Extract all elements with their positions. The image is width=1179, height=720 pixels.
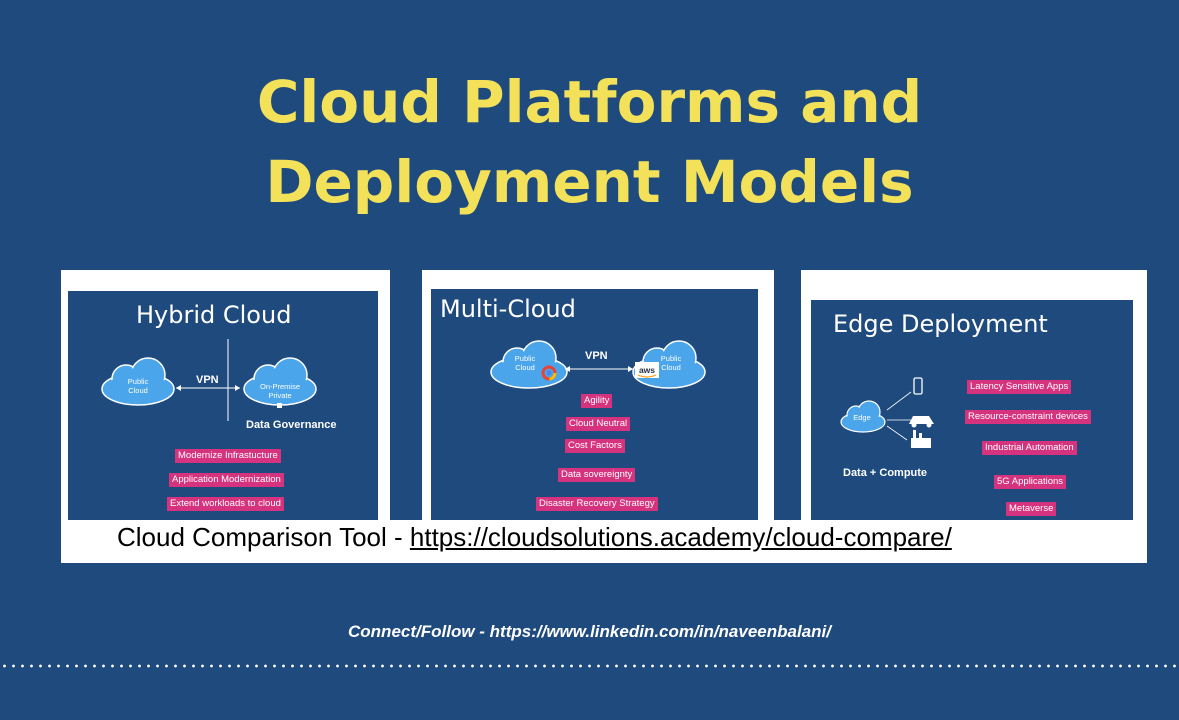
- page-title: Cloud Platforms and Deployment Models: [0, 62, 1179, 222]
- hybrid-diagram: VPN Public Cloud On-Premise Private Data…: [101, 339, 336, 431]
- public-cloud-icon: [101, 357, 175, 406]
- pill-data-sovereignty: Data sovereignty: [558, 468, 636, 482]
- svg-text:Public: Public: [128, 377, 149, 386]
- pill-disaster-recovery: Disaster Recovery Strategy: [536, 497, 658, 511]
- edge-cloud-icon: [840, 400, 886, 433]
- vpn-label: VPN: [196, 374, 219, 386]
- svg-text:Public: Public: [515, 354, 536, 363]
- title-line-2: Deployment Models: [265, 148, 914, 216]
- pill-metaverse: Metaverse: [1006, 502, 1057, 516]
- car-icon: [909, 416, 934, 428]
- edge-deployment-card: Edge Deployment Edge: [801, 270, 1147, 520]
- hybrid-cloud-slide: Hybrid Cloud VPN: [68, 291, 378, 520]
- comparison-label: Cloud Comparison Tool -: [117, 522, 410, 552]
- factory-icon: [911, 430, 931, 448]
- left-public-cloud-icon: [490, 340, 568, 389]
- edge-deployment-title: Edge Deployment: [833, 310, 1048, 338]
- private-cloud-icon: [243, 357, 317, 408]
- svg-text:Cloud: Cloud: [661, 363, 681, 372]
- pill-industrial-automation: Industrial Automation: [982, 441, 1077, 455]
- pill-agility: Agility: [581, 394, 613, 408]
- aws-logo-icon: [635, 362, 659, 378]
- phone-icon: [913, 377, 923, 395]
- svg-text:aws: aws: [639, 365, 655, 375]
- hybrid-cloud-title: Hybrid Cloud: [136, 301, 292, 329]
- pill-latency-sensitive: Latency Sensitive Apps: [967, 380, 1072, 394]
- comparison-panel: [61, 520, 1147, 563]
- data-governance-label: Data Governance: [246, 419, 336, 431]
- svg-text:Edge: Edge: [853, 413, 871, 422]
- edge-deployment-slide: Edge Deployment Edge: [811, 300, 1133, 520]
- multi-cloud-slide: Multi-Cloud aws: [431, 289, 758, 520]
- svg-text:Public: Public: [661, 354, 682, 363]
- multi-cloud-title: Multi-Cloud: [440, 295, 576, 323]
- pill-modernize-infrastructure: Modernize Infrastucture: [175, 449, 281, 463]
- pill-application-modernization: Application Modernization: [169, 473, 284, 487]
- edge-diagram: Edge Data + Compute: [840, 377, 934, 479]
- comparison-link[interactable]: https://cloudsolutions.academy/cloud-com…: [409, 522, 952, 552]
- pill-cost-factors: Cost Factors: [565, 439, 625, 453]
- data-compute-label: Data + Compute: [843, 467, 927, 479]
- right-public-cloud-icon: aws: [632, 340, 706, 389]
- hybrid-cloud-card: Hybrid Cloud VPN: [61, 270, 390, 520]
- pill-cloud-neutral: Cloud Neutral: [566, 417, 631, 431]
- pill-extend-workloads: Extend workloads to cloud: [167, 497, 284, 511]
- svg-text:Cloud: Cloud: [515, 363, 535, 372]
- vpn-label: VPN: [585, 350, 608, 362]
- multi-cloud-card: Multi-Cloud aws: [422, 270, 774, 520]
- svg-text:On-Premise: On-Premise: [260, 382, 300, 391]
- pill-5g-applications: 5G Applications: [994, 475, 1067, 489]
- pill-resource-constraint: Resource-constraint devices: [965, 410, 1091, 424]
- multi-cloud-diagram: aws VPN Public Cloud Public Cloud: [490, 340, 706, 389]
- dotted-divider: [0, 664, 1179, 668]
- comparison-line: Cloud Comparison Tool - https://cloudsol…: [117, 522, 1117, 553]
- svg-text:Private: Private: [268, 391, 291, 400]
- svg-text:Cloud: Cloud: [128, 386, 148, 395]
- title-line-1: Cloud Platforms and: [256, 68, 923, 136]
- footer-linkedin[interactable]: Connect/Follow - https://www.linkedin.co…: [348, 622, 831, 641]
